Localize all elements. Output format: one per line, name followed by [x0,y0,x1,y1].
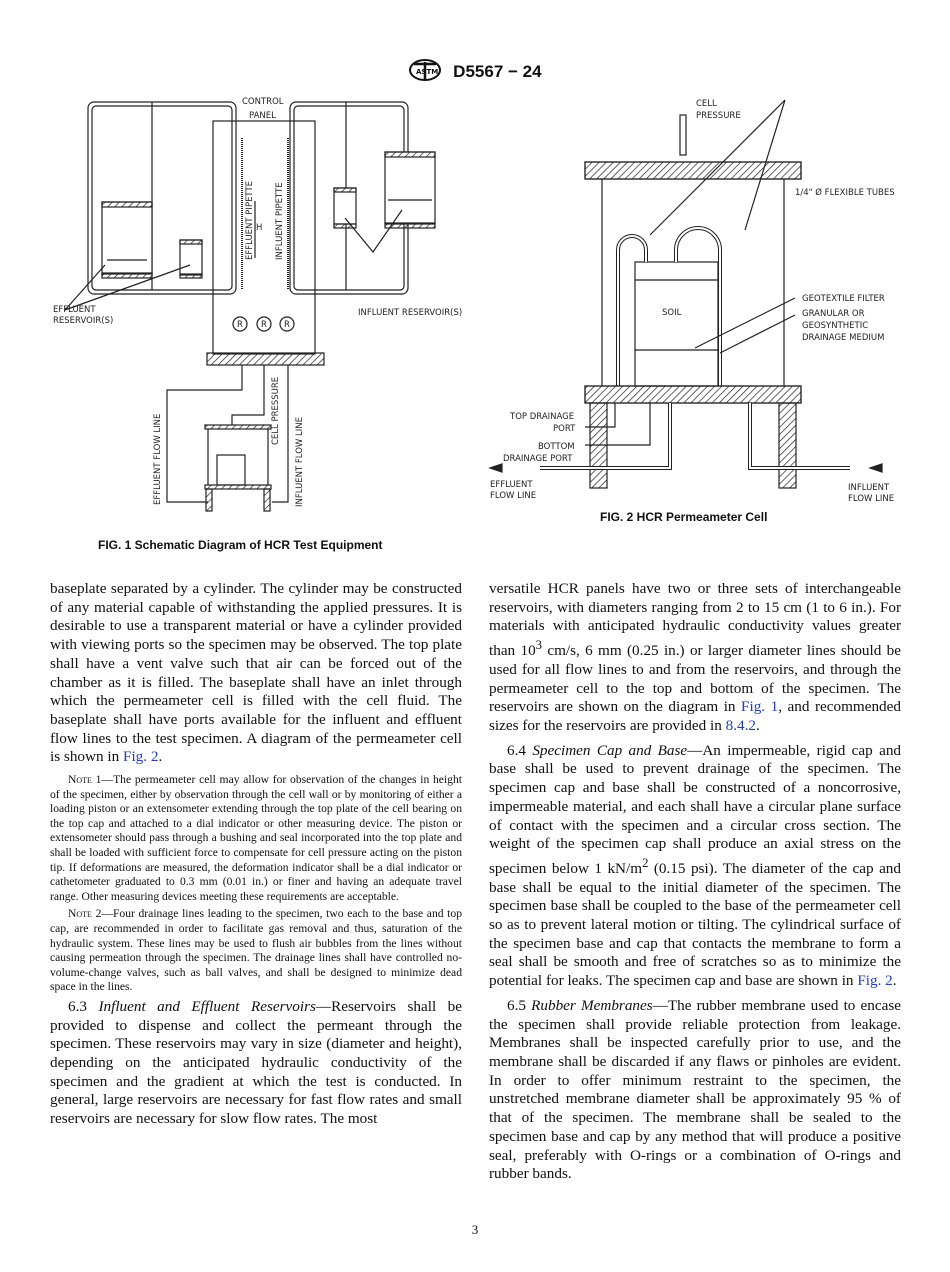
figure-1-diagram: H R R R CONTROL PANEL EFFLUENT PIPETTE I… [53,97,462,512]
fig2-label: GEOTEXTILE FILTER [802,294,885,304]
section-title: Rubber Membranes [531,996,653,1014]
note-label: Note 2 [68,907,102,921]
fig1-label: INFLUENT RESERVOIR(S) [358,308,462,318]
figure-1-caption: FIG. 1 Schematic Diagram of HCR Test Equ… [98,538,383,552]
fig2-label: FLOW LINE [848,494,894,504]
regulator-label: R [261,320,267,330]
fig2-label: DRAINAGE MEDIUM [802,333,884,343]
note-label: Note 1 [68,773,102,787]
fig1-label: EFFLUENT PIPETTE [245,181,255,260]
text: . [755,716,760,734]
text: , and recommended sizes for the reservoi… [489,698,901,734]
fig2-label: GEOSYNTHETIC [802,321,868,331]
section-8-4-2-link[interactable]: 8.4.2 [725,716,756,734]
text: (0.15 psi). The diameter of the cap and … [489,859,901,990]
text: baseplate separated by a cylinder. The c… [50,580,462,766]
text: —The permeameter cell may allow for obse… [50,773,462,903]
fig1-link[interactable]: Fig. 1 [741,698,779,716]
fig2-link[interactable]: Fig. 2 [857,972,893,990]
right-column: versatile HCR panels have two or three s… [489,580,901,1190]
fig2-label: TOP DRAINAGE [509,412,574,422]
section-6-4: 6.4 Specimen Cap and Base—An impermeable… [489,742,901,991]
section-number: 6.4 [507,741,533,759]
fig1-label: EFFLUENT [53,305,96,315]
fig2-label: INFLUENT [848,483,890,493]
page-number: 3 [471,1222,479,1237]
section-6-5: 6.5 Rubber Membranes—The rubber membrane… [489,997,901,1184]
fig2-label: GRANULAR OR [802,309,865,319]
note-2: Note 2—Four drainage lines leading to th… [50,907,462,995]
fig2-label: EFFLUENT [490,480,533,490]
section-number: 6.5 [507,996,532,1014]
fig1-label: CELL PRESSURE [271,377,281,445]
fig2-label: BOTTOM [538,442,575,452]
text: versatile HCR panels have two or three s… [489,580,901,660]
section-6-3: 6.3 Influent and Effluent Reservoirs—Res… [50,998,462,1129]
section-title: Specimen Cap and Base [532,741,688,759]
fig2-label: 1/4" Ø FLEXIBLE TUBES [795,187,895,198]
section-number: 6.3 [68,997,99,1015]
regulator-label: R [237,320,243,330]
paragraph: versatile HCR panels have two or three s… [489,580,901,736]
fig2-label: DRAINAGE PORT [503,454,573,464]
fig1-label: INFLUENT FLOW LINE [295,417,305,507]
fig2-label: SOIL [662,308,682,318]
note-1: Note 1—The permeameter cell may allow fo… [50,773,462,904]
text: . [158,748,163,766]
superscript: 2 [642,855,649,870]
text: cm/s, 6 mm (0.25 in.) or larger diameter… [489,642,901,716]
fig1-label: CONTROL [242,97,284,107]
text: —An impermeable, rigid cap and base shal… [489,741,902,877]
fig1-label: RESERVOIR(S) [53,316,113,326]
text: —The rubber membrane used to encase the … [489,996,901,1183]
fig1-label-h: H [256,223,262,233]
left-column: baseplate separated by a cylinder. The c… [50,580,462,1135]
text: . [892,972,897,990]
fig2-label: FLOW LINE [490,491,536,501]
fig2-label: CELL [696,99,717,109]
figure-2-diagram: CELL PRESSURE 1/4" Ø FLEXIBLE TUBES SOIL… [488,99,895,504]
page-header: ASTM D5567 − 24 [0,58,950,87]
figure-2-caption: FIG. 2 HCR Permeameter Cell [600,510,768,524]
astm-logo: ASTM [408,58,442,87]
fig2-label: PRESSURE [696,111,741,121]
text: —Four drainage lines leading to the spec… [50,907,462,994]
fig2-label: PORT [553,424,576,434]
regulator-label: R [284,320,290,330]
text: —Reservoirs shall be provided to dispens… [50,997,462,1128]
fig2-link[interactable]: Fig. 2 [123,748,159,766]
paragraph: baseplate separated by a cylinder. The c… [50,580,462,767]
svg-text:ASTM: ASTM [416,68,438,76]
fig1-label: PANEL [249,111,276,121]
section-title: Influent and Effluent Reservoirs [98,997,316,1015]
fig1-label: INFLUENT PIPETTE [275,182,285,260]
document-designation: D5567 − 24 [453,61,542,81]
superscript: 3 [535,638,542,653]
fig1-label: EFFLUENT FLOW LINE [153,414,163,505]
